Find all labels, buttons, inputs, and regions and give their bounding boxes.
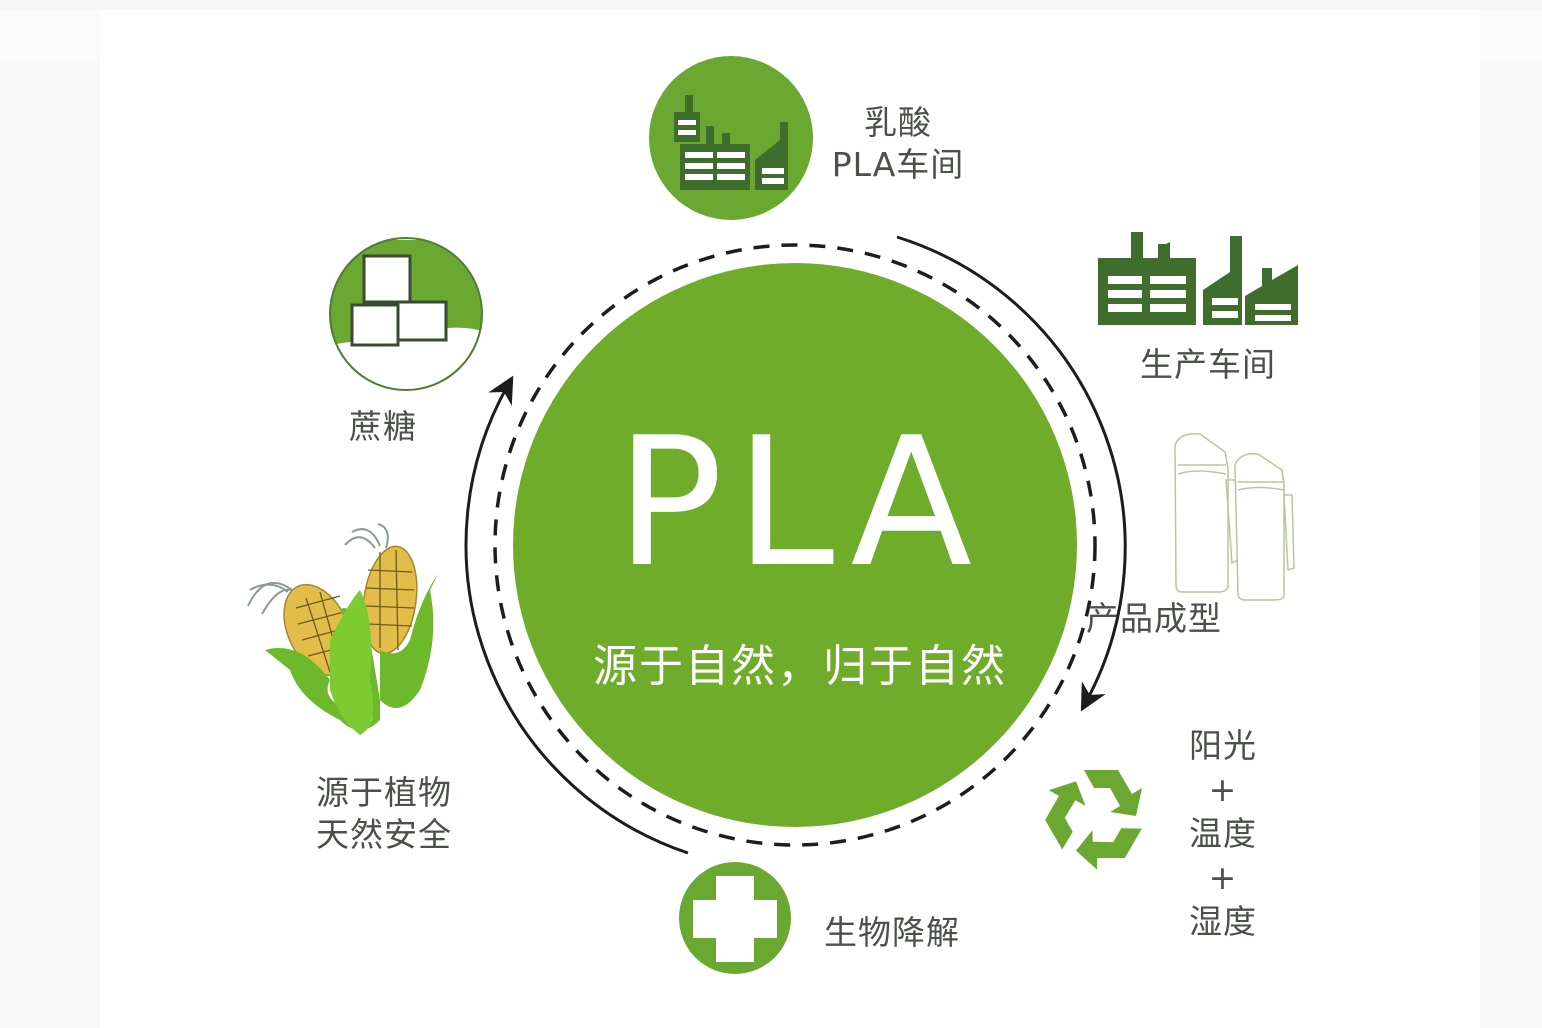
center-title: PLA [615,399,985,606]
factory-windows [1108,276,1291,321]
cycle-arrow-right [896,235,1127,712]
stage-label-degradation-conditions: 阳光 + 温度 + 湿度 [1180,724,1266,944]
plus-icon [679,862,791,974]
label-line: 乳酸 [864,103,932,142]
stage-label-product-forming: 产品成型 [1086,599,1222,638]
label-line: 温度 [1189,814,1257,853]
center-slogan: 源于自然，归于自然 [593,641,1007,692]
dashed-cycle-ring [493,243,1097,847]
label-line: + [1208,858,1238,897]
cycle-arrow-left [464,375,689,855]
factory-icon [649,56,813,220]
label-line: + [1208,770,1238,809]
stage-label-sucrose: 蔗糖 [349,407,417,446]
corn-icon [247,523,439,735]
stage-label-production: 生产车间 [1140,345,1276,384]
label-line: 阳光 [1189,726,1257,765]
bottle-icon [1174,432,1295,601]
recycle-icon [1045,770,1142,870]
label-line: 天然安全 [316,815,452,854]
pla-main-circle [513,263,1077,827]
top-strip [0,0,1542,10]
label-line: 源于植物 [316,773,452,812]
stage-label-plant-source: 源于植物 天然安全 [316,772,452,856]
label-line: PLA车间 [831,145,965,184]
stage-label-lactic-acid: 乳酸 PLA车间 [826,102,970,186]
stage-label-biodegradation: 生物降解 [824,913,960,952]
margin-right [1480,10,1542,62]
label-line: 湿度 [1189,902,1257,941]
margin-left [0,10,100,62]
sugar-cube-icon [329,237,483,391]
